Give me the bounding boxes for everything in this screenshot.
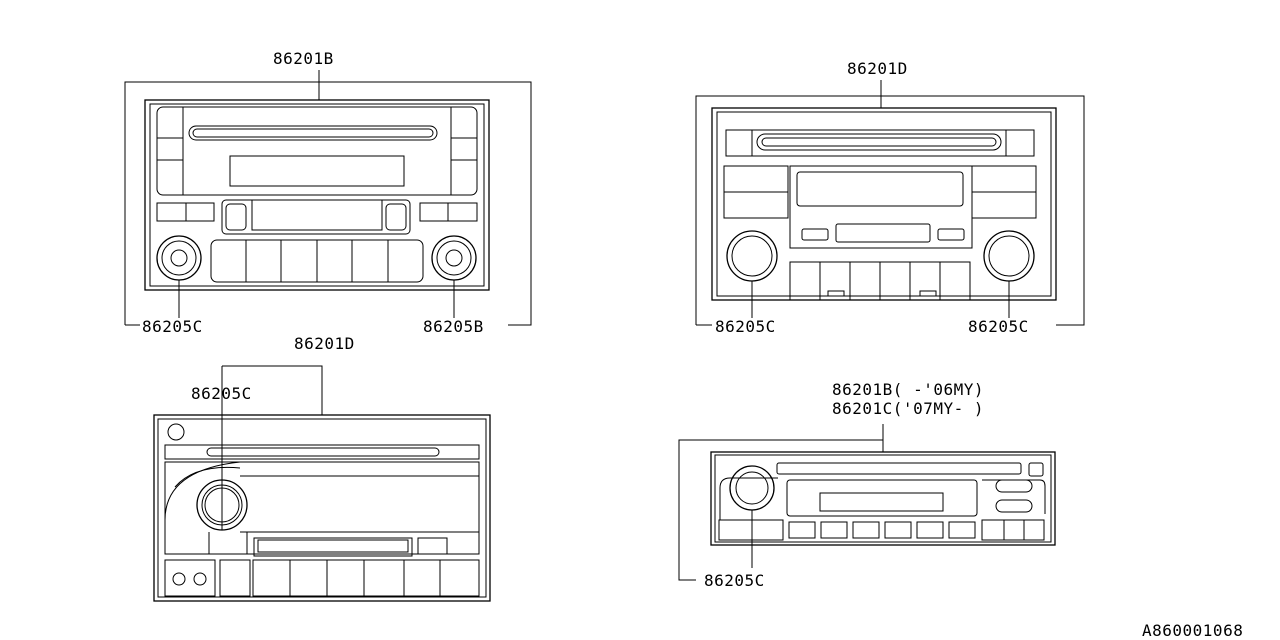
label-r1-top: 86201B [273,49,334,68]
label-r1-right: 86205B [423,317,484,336]
label-r3-top: 86201D [294,334,355,353]
label-r2-left: 86205C [715,317,776,336]
label-r1-left: 86205C [142,317,203,336]
radio-unit-86201d-a [695,80,1085,326]
label-r2-right: 86205C [968,317,1029,336]
label-r4-top-b: 86201C('07MY- ) [832,399,984,418]
label-r4-top-a: 86201B( -'06MY) [832,380,984,399]
label-r2-top: 86201D [847,59,908,78]
radio-unit-86201d-b [153,365,491,602]
radio-unit-86201b [124,70,532,326]
radio-unit-86201b-86201c [678,424,1056,581]
figure-id: A860001068 [1142,621,1243,640]
label-r4-knob: 86205C [704,571,765,590]
label-r3-knob: 86205C [191,384,252,403]
